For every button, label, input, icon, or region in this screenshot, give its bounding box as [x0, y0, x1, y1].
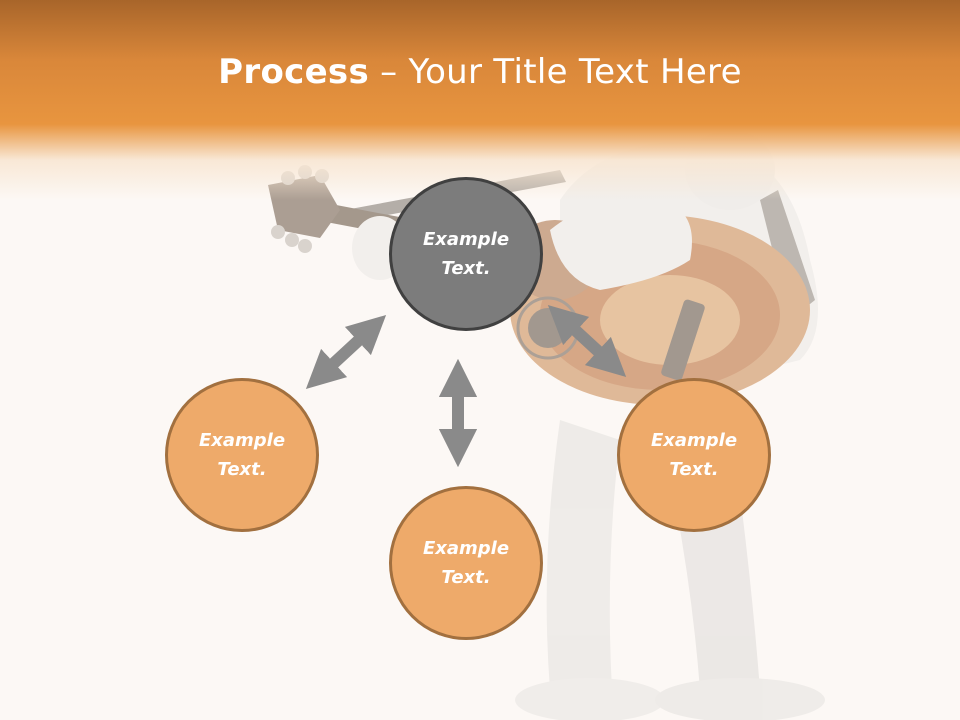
title-bold: Process: [218, 52, 370, 92]
node-center-line2: Text.: [441, 258, 491, 279]
title-bar: [0, 0, 960, 200]
title-rest: – Your Title Text Here: [369, 52, 742, 92]
node-right-line1: Example: [650, 430, 738, 451]
arrow-center-left: [305, 314, 387, 390]
node-left-line2: Text.: [217, 459, 267, 480]
node-bottom-line2: Text.: [441, 567, 491, 588]
node-left-line1: Example: [198, 430, 286, 451]
arrow-center-right: [547, 305, 627, 377]
node-bottom-line1: Example: [422, 538, 510, 559]
slide-title: Process – Your Title Text Here: [0, 52, 960, 92]
node-right-line2: Text.: [669, 459, 719, 480]
node-center-line1: Example: [422, 229, 510, 250]
